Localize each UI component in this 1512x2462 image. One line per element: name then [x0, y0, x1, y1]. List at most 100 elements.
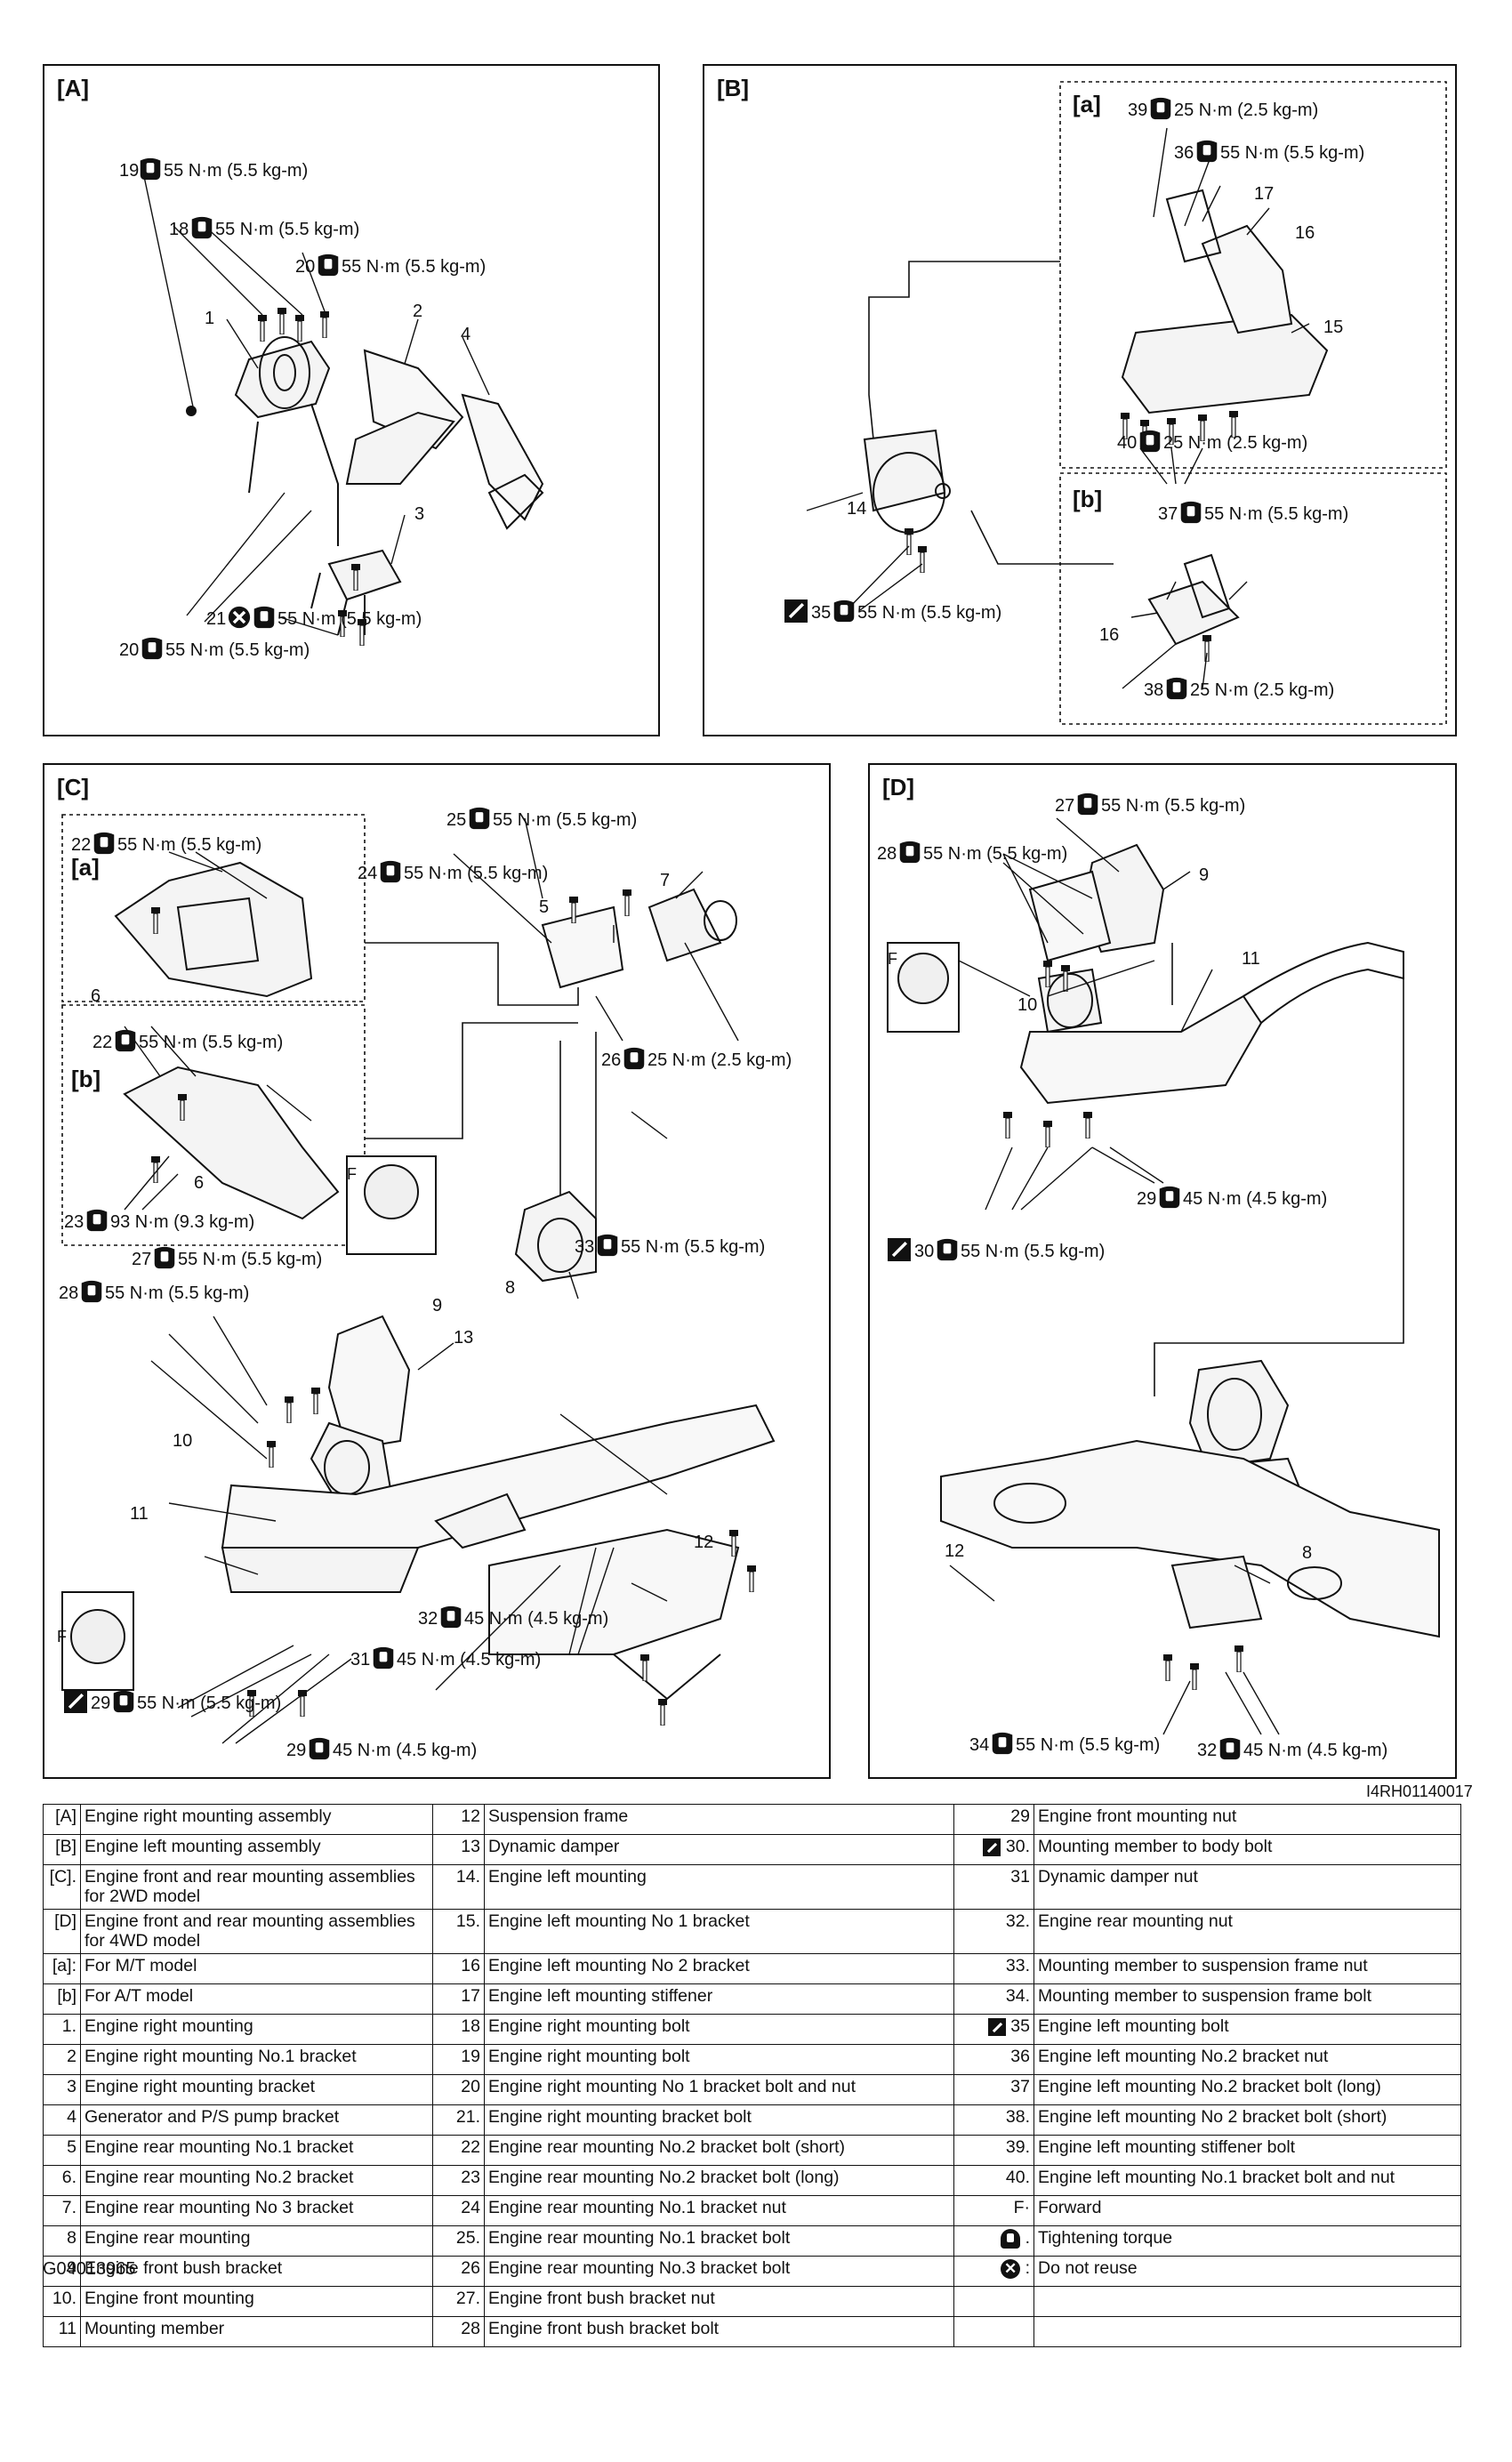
- legend-value: [1033, 2285, 1461, 2317]
- callout-c29b-torque: 45 N·m (4.5 kg-m): [333, 1741, 477, 1760]
- legend-key: 6.: [43, 2164, 81, 2196]
- legend-value: Engine rear mounting No.2 bracket bolt (…: [484, 2134, 954, 2166]
- callout-d29: 29: [1137, 1189, 1156, 1209]
- legend-key-text: 23: [461, 2167, 480, 2187]
- c-subpanel-a-frame: [61, 814, 366, 1002]
- legend-key: 22: [432, 2134, 485, 2166]
- legend-key: [B]: [43, 1834, 81, 1865]
- legend-key-text: 38.: [1005, 2106, 1030, 2127]
- callout-35-torque: 55 N·m (5.5 kg-m): [857, 603, 1001, 623]
- legend-row: [D]Engine front and rear mounting assemb…: [43, 1908, 1461, 1954]
- part-12: 12: [694, 1533, 713, 1552]
- c-forward-1: F: [57, 1628, 67, 1645]
- callout-38-torque: 25 N·m (2.5 kg-m): [1190, 680, 1334, 700]
- legend-value: Suspension frame: [484, 1804, 954, 1835]
- part-16b: 16: [1099, 625, 1119, 645]
- callout-d27-torque: 55 N·m (5.5 kg-m): [1101, 796, 1245, 816]
- legend-key-text: 39.: [1005, 2136, 1030, 2157]
- panel-a: [A]: [43, 64, 660, 736]
- legend-value: Mounting member to suspension frame bolt: [1033, 1983, 1461, 2015]
- callout-c32: 32: [418, 1609, 438, 1629]
- legend-value: Engine left mounting bolt: [1033, 2013, 1461, 2045]
- legend-key-text: 40.: [1005, 2167, 1030, 2187]
- legend-key: 27.: [432, 2285, 485, 2317]
- subpanel-a-frame: [1059, 81, 1447, 469]
- d-forward: F: [888, 950, 897, 968]
- callout-40: 40: [1117, 433, 1137, 453]
- legend-value: Engine rear mounting No.2 bracket bolt (…: [484, 2164, 954, 2196]
- c-subpanel-a-tag: [a]: [71, 854, 100, 881]
- legend-key-text: 30.: [1005, 1837, 1030, 1856]
- legend-value: Generator and P/S pump bracket: [80, 2104, 433, 2136]
- callout-c26-torque: 25 N·m (2.5 kg-m): [647, 1050, 792, 1070]
- part-6b: 6: [194, 1173, 204, 1193]
- legend-key-text: 10.: [52, 2288, 76, 2308]
- legend-key-text: 18: [461, 2015, 480, 2036]
- legend-value: Engine front mounting: [80, 2285, 433, 2317]
- legend-key: 15.: [432, 1908, 485, 1954]
- legend-key-text: 33.: [1005, 1955, 1030, 1975]
- callout-d30: 30: [914, 1242, 934, 1261]
- part-5: 5: [539, 897, 549, 917]
- legend-value: Engine right mounting bolt: [484, 2013, 954, 2045]
- legend-key-text: 35: [1010, 2015, 1030, 2036]
- legend-key-text: 3: [67, 2076, 76, 2096]
- callout-c22-torque: 55 N·m (5.5 kg-m): [117, 835, 261, 855]
- legend-key-text: 13: [461, 1837, 480, 1856]
- callout-39-torque: 25 N·m (2.5 kg-m): [1174, 101, 1318, 120]
- legend-key-text: 4: [67, 2106, 76, 2127]
- legend-value: Engine left mounting No 2 bracket bolt (…: [1033, 2104, 1461, 2136]
- callout-c22b: 22: [92, 1033, 112, 1052]
- legend-key-text: F·: [1013, 2197, 1030, 2217]
- panel-a-diagram: 19 55 N·m (5.5 kg-m) 18 55 N·m (5.5 kg-m…: [119, 157, 544, 660]
- panel-b: [B]: [703, 64, 1457, 736]
- legend-key: 20: [432, 2073, 485, 2105]
- legend-key-text: 1.: [61, 2015, 76, 2036]
- callout-d34: 34: [969, 1735, 989, 1755]
- legend-key-text: 21.: [455, 2106, 480, 2127]
- subpanel-a-tag: [a]: [1073, 91, 1101, 117]
- legend-value: Engine left mounting No.2 bracket bolt (…: [1033, 2073, 1461, 2105]
- part-14: 14: [847, 499, 866, 519]
- legend-key-text: 20: [461, 2076, 480, 2096]
- legend-key: 3: [43, 2073, 81, 2105]
- legend-value: Engine right mounting No.1 bracket: [80, 2043, 433, 2075]
- legend-key: 2: [43, 2043, 81, 2075]
- legend-value: Engine left mounting No 2 bracket: [484, 1952, 954, 1984]
- callout-c24-torque: 55 N·m (5.5 kg-m): [404, 864, 548, 883]
- footer-code: G04013965: [43, 2259, 136, 2279]
- callout-c23: 23: [64, 1212, 84, 1232]
- legend-key: 7.: [43, 2194, 81, 2226]
- legend-key-text: 5: [67, 2136, 76, 2157]
- callout-38: 38: [1144, 680, 1163, 700]
- callout-40-torque: 25 N·m (2.5 kg-m): [1163, 433, 1307, 453]
- panel-c-diagram: F F [a] [b] 22 55 N·m (5.5 kg-m) 6 22 55…: [57, 807, 792, 1760]
- callout-36: 36: [1174, 143, 1194, 163]
- legend-key: 10.: [43, 2285, 81, 2317]
- legend-key: F·: [953, 2194, 1034, 2226]
- legend-key-text: 26: [461, 2257, 480, 2278]
- legend-key: 5: [43, 2134, 81, 2166]
- legend-key-text: 24: [461, 2197, 480, 2217]
- legend-key-text: 37: [1010, 2076, 1030, 2096]
- legend-value: Dynamic damper: [484, 1834, 954, 1865]
- callout-c31-torque: 45 N·m (4.5 kg-m): [397, 1650, 541, 1669]
- d-part-11: 11: [1242, 949, 1260, 969]
- panel-d-tag: [D]: [882, 774, 915, 801]
- callout-d34-torque: 55 N·m (5.5 kg-m): [1016, 1735, 1160, 1755]
- legend-key-text: [A]: [55, 1806, 76, 1826]
- legend-value: Engine left mounting No.2 bracket nut: [1033, 2043, 1461, 2075]
- callout-20-torque: 55 N·m (5.5 kg-m): [342, 257, 486, 277]
- subpanel-b-frame: [1059, 472, 1447, 725]
- legend-key: .: [953, 2225, 1034, 2257]
- legend-value: Engine left mounting No.1 bracket bolt a…: [1033, 2164, 1461, 2196]
- legend-key: 21.: [432, 2104, 485, 2136]
- legend-key: [b]: [43, 1983, 81, 2015]
